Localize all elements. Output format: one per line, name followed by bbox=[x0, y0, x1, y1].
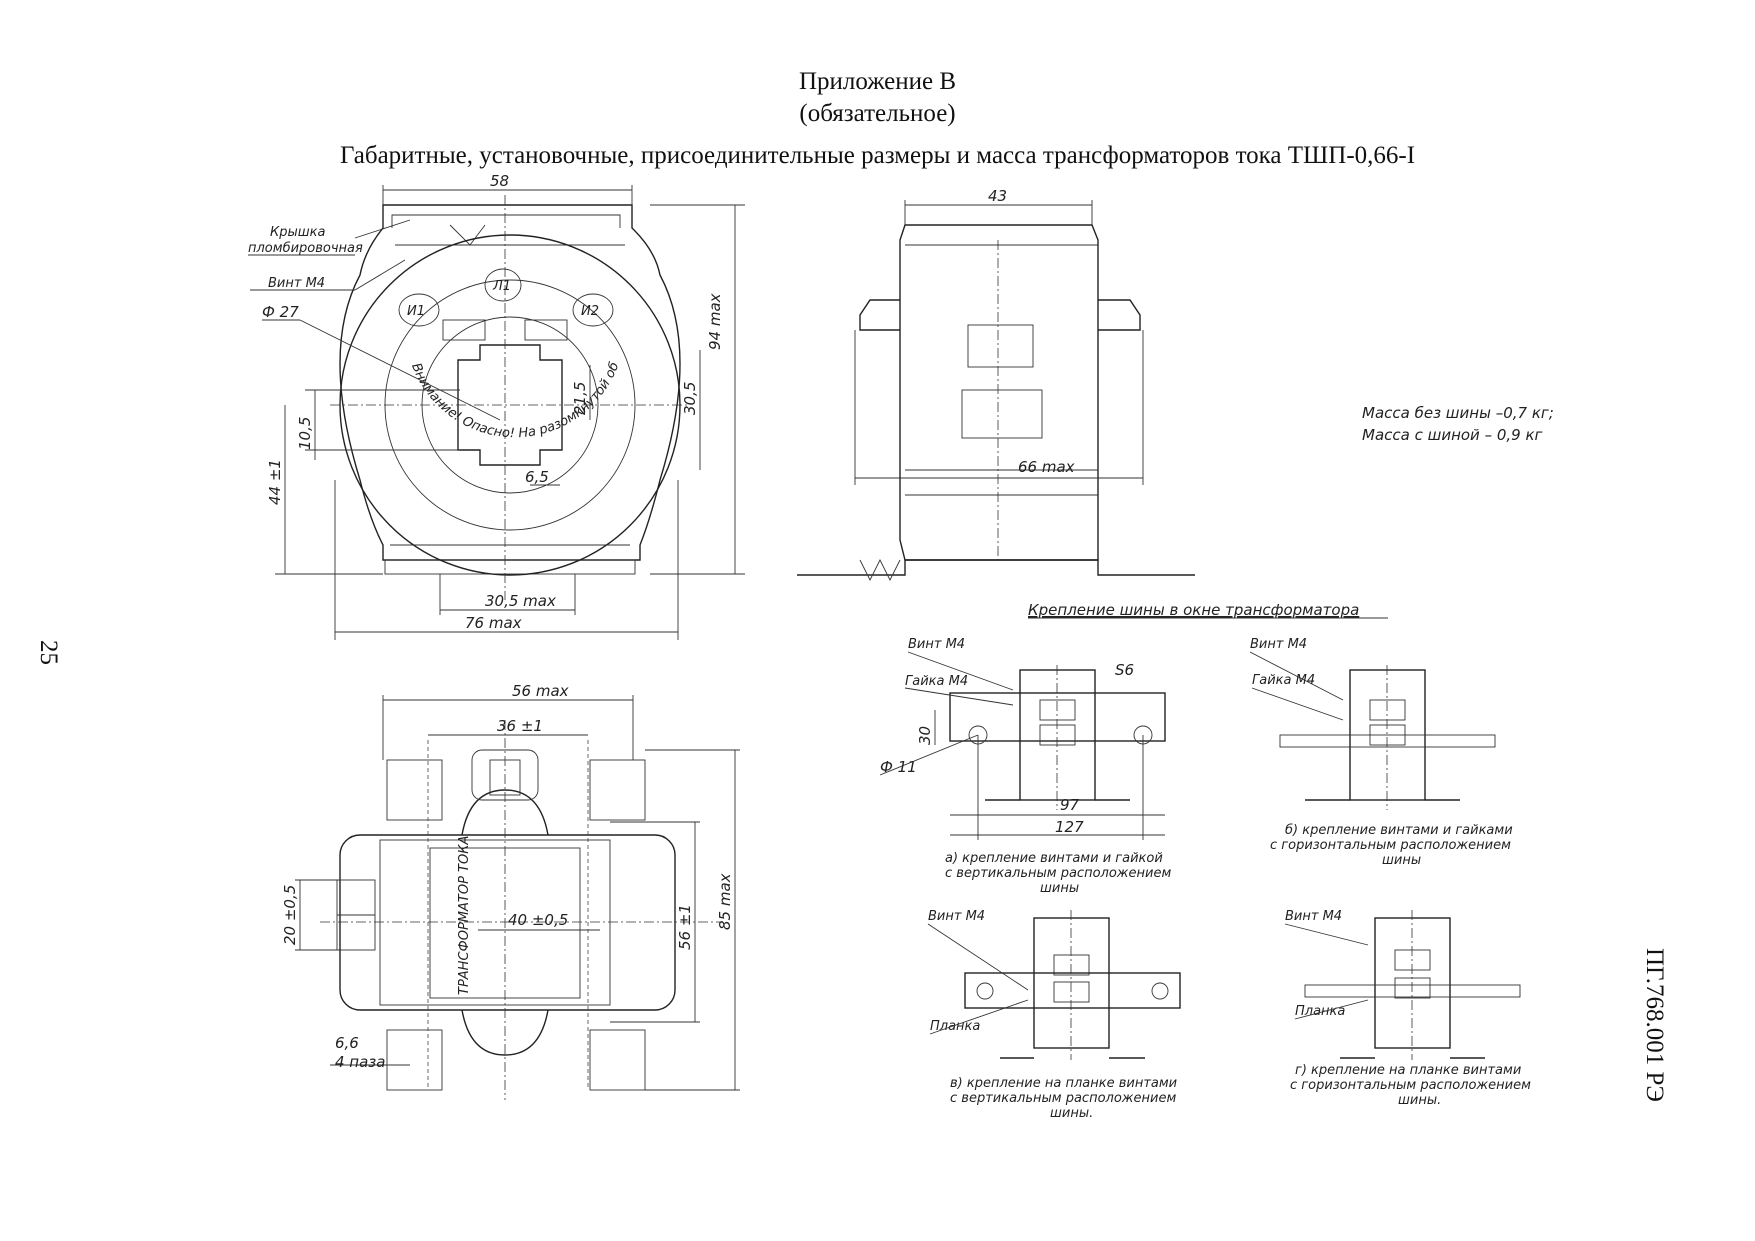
side-dim-width-top: 43 bbox=[988, 187, 1007, 205]
variant-b: Винт М4 Гайка М4 б) крепление винтами и … bbox=[1249, 637, 1513, 868]
top-dim-width: 56 max bbox=[512, 682, 569, 700]
cover-label: Крышка bbox=[270, 225, 325, 240]
dim-base-h: 44 ±1 bbox=[266, 459, 284, 505]
dim-base-w: 30,5 max bbox=[485, 592, 556, 610]
appendix-title: Приложение В bbox=[798, 68, 957, 95]
variant-v: Винт М4 Планка в) крепление на планке ви… bbox=[927, 909, 1181, 1121]
v-caption-2: с вертикальным расположением bbox=[950, 1091, 1176, 1106]
dim-offset: 10,5 bbox=[296, 417, 314, 450]
g-screw-label: Винт М4 bbox=[1285, 909, 1342, 924]
dim-diameter: Ф 27 bbox=[262, 303, 299, 321]
top-dim-inner: 40 ±0,5 bbox=[508, 911, 568, 929]
top-dim-slot-h: 20 ±0,5 bbox=[281, 885, 299, 945]
a-dim-w2: 127 bbox=[1055, 818, 1084, 836]
a-caption-3: шины bbox=[1040, 881, 1079, 896]
a-nut-label: Гайка М4 bbox=[905, 674, 968, 689]
a-caption-2: с вертикальным расположением bbox=[945, 866, 1171, 881]
dim-width-top: 58 bbox=[490, 172, 509, 190]
bus-section-title: Крепление шины в окне трансформатора bbox=[1028, 601, 1359, 619]
top-view: ТРАНСФОРМАТОР ТОКА 56 max 36 ±1 20 ±0,5 … bbox=[281, 682, 740, 1100]
v-plate-label: Планка bbox=[930, 1019, 980, 1034]
b-caption-2: с горизонтальным расположением bbox=[1270, 838, 1511, 853]
dim-slot: 6,5 bbox=[525, 468, 549, 486]
top-dim-height-total: 85 max bbox=[716, 873, 734, 930]
side-view: 43 66 max bbox=[797, 187, 1195, 582]
a-thickness-label: S6 bbox=[1115, 661, 1134, 679]
g-caption-3: шины. bbox=[1398, 1093, 1441, 1108]
dim-height-total: 94 max bbox=[706, 293, 724, 350]
figure-caption: Габаритные, установочные, присоединитель… bbox=[339, 142, 1416, 169]
b-caption-3: шины bbox=[1382, 853, 1421, 868]
variant-g: Винт М4 Планка г) крепление на планке ви… bbox=[1284, 909, 1531, 1108]
terminal-i2-label: И2 bbox=[581, 304, 599, 319]
front-view: И1 Л1 И2 Внимание! Опасно! На разомкнуто… bbox=[0, 0, 745, 640]
cover-label-2: пломбировочная bbox=[248, 241, 363, 256]
a-dim-h: 30 bbox=[916, 726, 934, 745]
terminal-l1-label: Л1 bbox=[492, 279, 511, 294]
top-dim-slots: 4 паза bbox=[335, 1053, 385, 1071]
appendix-subtitle: (обязательное) bbox=[799, 100, 956, 127]
top-dim-height-inner: 56 ±1 bbox=[676, 904, 694, 950]
b-caption-1: б) крепление винтами и гайками bbox=[1285, 823, 1513, 838]
mass-line-2: Масса с шиной – 0,9 кг bbox=[1362, 426, 1543, 444]
v-screw-label: Винт М4 bbox=[928, 909, 985, 924]
a-screw-label: Винт М4 bbox=[908, 637, 965, 652]
g-plate-label: Планка bbox=[1295, 1004, 1345, 1019]
transformer-label: ТРАНСФОРМАТОР ТОКА bbox=[457, 836, 472, 995]
b-screw-label: Винт М4 bbox=[1250, 637, 1307, 652]
a-dim-w1: 97 bbox=[1060, 796, 1080, 814]
variant-a: 97 127 30 Ф 11 Винт М4 Гайка М4 S6 а) кр… bbox=[879, 637, 1171, 896]
dim-window-h2: 30,5 bbox=[681, 382, 699, 415]
dim-window-h: 21,5 bbox=[571, 382, 589, 415]
v-caption-1: в) крепление на планке винтами bbox=[950, 1076, 1177, 1091]
screw-label: Винт М4 bbox=[268, 276, 325, 291]
top-dim-slot-w: 6,6 bbox=[335, 1034, 359, 1052]
v-caption-3: шины. bbox=[1050, 1106, 1093, 1121]
a-caption-1: а) крепление винтами и гайкой bbox=[945, 851, 1163, 866]
a-dim-hole: Ф 11 bbox=[880, 758, 917, 776]
dim-total-w: 76 max bbox=[465, 614, 522, 632]
g-caption-1: г) крепление на планке винтами bbox=[1295, 1063, 1521, 1078]
top-dim-holes: 36 ±1 bbox=[497, 717, 543, 735]
side-dim-width-total: 66 max bbox=[1018, 458, 1075, 476]
g-caption-2: с горизонтальным расположением bbox=[1290, 1078, 1531, 1093]
warning-text: Внимание! Опасно! На разомкнутой обмотке… bbox=[0, 0, 622, 441]
bus-section: Крепление шины в окне трансформатора 97 … bbox=[879, 601, 1531, 1121]
b-nut-label: Гайка М4 bbox=[1252, 673, 1315, 688]
terminal-i1-label: И1 bbox=[407, 304, 425, 319]
mass-line-1: Масса без шины –0,7 кг; bbox=[1362, 404, 1554, 422]
